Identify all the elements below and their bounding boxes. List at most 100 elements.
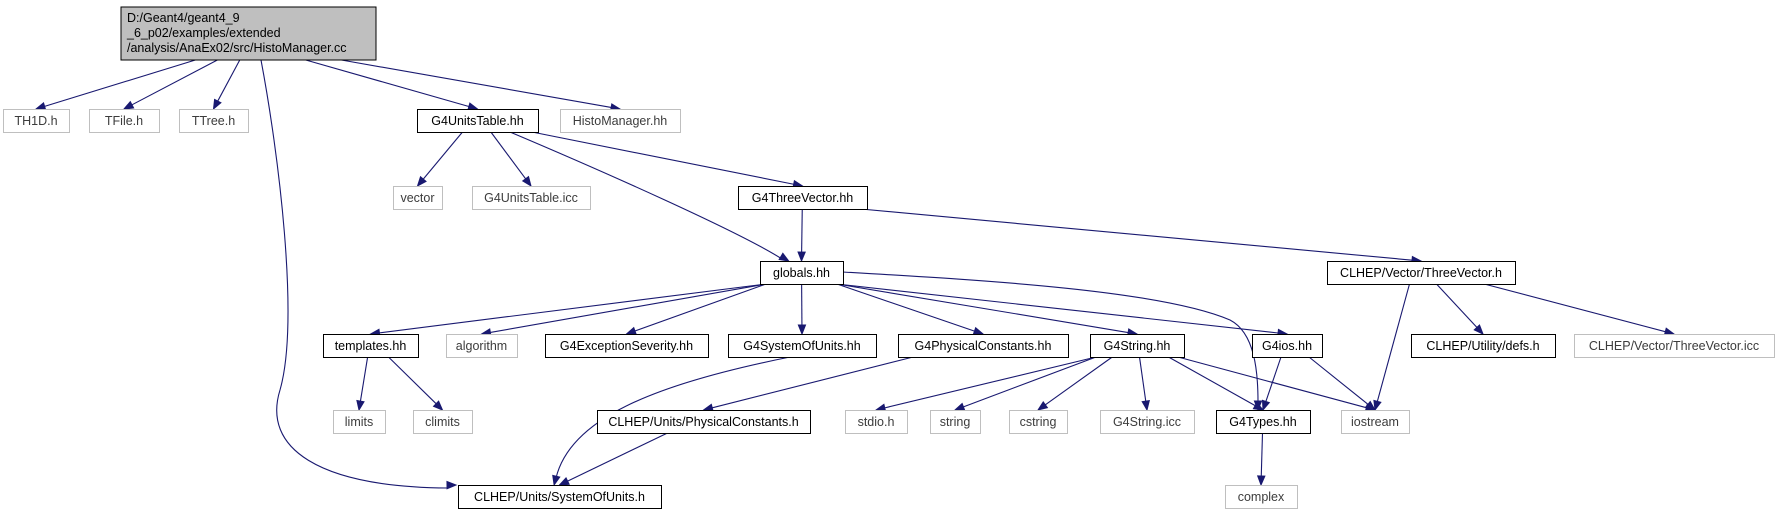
node-label: templates.hh [335,339,407,353]
edge-g4string-to-g4types [1168,356,1265,411]
node-histomanager[interactable]: HistoManager.hh [560,109,681,133]
edge-g4physicalconstants-to-clhepphysconst [702,356,914,412]
node-label: G4Types.hh [1229,415,1296,429]
edge-g4string-to-iostream [1177,356,1377,412]
node-algorithm[interactable]: algorithm [446,334,518,358]
node-label: iostream [1351,415,1399,429]
edge-g4threevector-to-globals [797,208,806,263]
node-label: CLHEP/Units/SystemOfUnits.h [474,490,645,504]
node-label: limits [345,415,373,429]
edge-clhepthreevector-to-iostream [1373,283,1411,412]
node-cstring[interactable]: cstring [1009,410,1068,434]
node-vector[interactable]: vector [393,186,443,210]
node-label: G4ios.hh [1262,339,1312,353]
node-clhepthreevectoricc[interactable]: CLHEP/Vector/ThreeVector.icc [1574,334,1775,358]
node-label: climits [425,415,460,429]
node-ttree[interactable]: TTree.h [179,109,249,133]
node-string[interactable]: string [930,410,981,434]
node-g4unitstable[interactable]: G4UnitsTable.hh [417,109,539,133]
edge-globals-to-g4string [836,283,1139,337]
edge-g4ios-to-iostream [1308,356,1377,411]
edge-g4string-to-g4stringicc [1138,356,1150,412]
root-file-label-line: _6_p02/examples/extended [126,26,281,40]
node-templates[interactable]: templates.hh [323,334,419,358]
node-g4exceptionseverity[interactable]: G4ExceptionSeverity.hh [545,334,709,358]
edge-clhepthreevector-to-clhepthreevectoricc [1484,283,1676,336]
node-stdio[interactable]: stdio.h [845,410,908,434]
node-g4stringicc[interactable]: G4String.icc [1100,410,1195,434]
node-label: cstring [1020,415,1057,429]
node-label: string [940,415,971,429]
node-label: algorithm [456,339,507,353]
edge-globals-to-templates [369,283,767,338]
node-globals[interactable]: globals.hh [760,261,844,285]
node-label: G4ExceptionSeverity.hh [560,339,693,353]
root-file-node[interactable]: D:/Geant4/geant4_9_6_p02/examples/extend… [120,6,377,61]
edge-root-to-histomanager [341,59,622,112]
root-file-label-line: D:/Geant4/geant4_9 [127,11,240,25]
node-label: CLHEP/Vector/ThreeVector.icc [1589,339,1759,353]
edge-g4threevector-to-clhepthreevector [860,208,1423,265]
node-clhepsystemofunits[interactable]: CLHEP/Units/SystemOfUnits.h [458,485,662,509]
node-label: CLHEP/Utility/defs.h [1426,339,1539,353]
root-file-label-line: /analysis/AnaEx02/src/HistoManager.cc [127,41,347,55]
node-label: G4String.hh [1104,339,1171,353]
node-label: TH1D.h [14,114,57,128]
node-label: G4PhysicalConstants.hh [915,339,1052,353]
node-iostream[interactable]: iostream [1341,410,1410,434]
node-label: G4UnitsTable.hh [431,114,523,128]
edge-g4unitstable-to-globals [509,131,790,262]
node-label: complex [1238,490,1285,504]
node-complex[interactable]: complex [1225,485,1298,509]
node-label: globals.hh [773,266,830,280]
edge-globals-to-g4systemofunits [797,283,807,336]
edge-globals-to-g4exceptionseverity [625,283,767,335]
edge-root-to-ttree [212,59,241,111]
node-label: G4UnitsTable.icc [484,191,578,205]
edge-clhepphysconst-to-clhepsystemofunits [558,432,668,486]
node-label: HistoManager.hh [573,114,668,128]
node-label: stdio.h [858,415,895,429]
edge-g4types-to-complex [1256,432,1266,487]
edge-g4string-to-cstring [1036,356,1113,411]
edge-templates-to-limits [356,356,369,412]
node-label: G4String.icc [1113,415,1181,429]
node-layer: D:/Geant4/geant4_9_6_p02/examples/extend… [3,6,1775,509]
node-tfile[interactable]: TFile.h [89,109,160,133]
edge-globals-to-algorithm [480,283,767,337]
edge-g4unitstable-to-g4unitstableicc [490,131,532,188]
edge-g4string-to-stdio [874,356,1097,412]
node-clhepdefs[interactable]: CLHEP/Utility/defs.h [1411,334,1556,358]
edge-globals-to-g4ios [836,283,1289,338]
node-g4unitstableicc[interactable]: G4UnitsTable.icc [472,186,591,210]
edge-g4ios-to-g4types [1261,356,1282,412]
node-g4threevector[interactable]: G4ThreeVector.hh [738,186,868,210]
edge-g4unitstable-to-vector [416,131,463,188]
node-g4ios[interactable]: G4ios.hh [1252,334,1323,358]
node-label: CLHEP/Units/PhysicalConstants.h [608,415,798,429]
edge-clhepthreevector-to-clhepdefs [1436,283,1484,335]
edge-templates-to-climits [388,356,444,411]
node-g4types[interactable]: G4Types.hh [1216,410,1311,434]
node-label: G4SystemOfUnits.hh [743,339,860,353]
node-climits[interactable]: climits [413,410,473,434]
node-g4systemofunits[interactable]: G4SystemOfUnits.hh [728,334,877,358]
edge-root-to-tfile [122,59,218,110]
node-clhepthreevector[interactable]: CLHEP/Vector/ThreeVector.h [1327,261,1516,285]
node-th1d[interactable]: TH1D.h [3,109,70,133]
edge-g4unitstable-to-g4threevector [531,131,804,189]
node-limits[interactable]: limits [333,410,386,434]
node-clhepphysconst[interactable]: CLHEP/Units/PhysicalConstants.h [597,410,811,434]
node-label: TFile.h [105,114,143,128]
edge-g4systemofunits-to-clhepsystemofunits [552,356,791,487]
node-label: G4ThreeVector.hh [752,191,854,205]
node-g4string[interactable]: G4String.hh [1090,334,1185,358]
edge-root-to-g4unitstable [305,59,479,111]
edge-root-to-clhepsystemofunits [260,59,458,490]
node-g4physicalconstants[interactable]: G4PhysicalConstants.hh [898,334,1069,358]
node-label: TTree.h [192,114,235,128]
edge-layer [34,59,1676,490]
node-label: vector [400,191,434,205]
node-label: CLHEP/Vector/ThreeVector.h [1340,266,1502,280]
